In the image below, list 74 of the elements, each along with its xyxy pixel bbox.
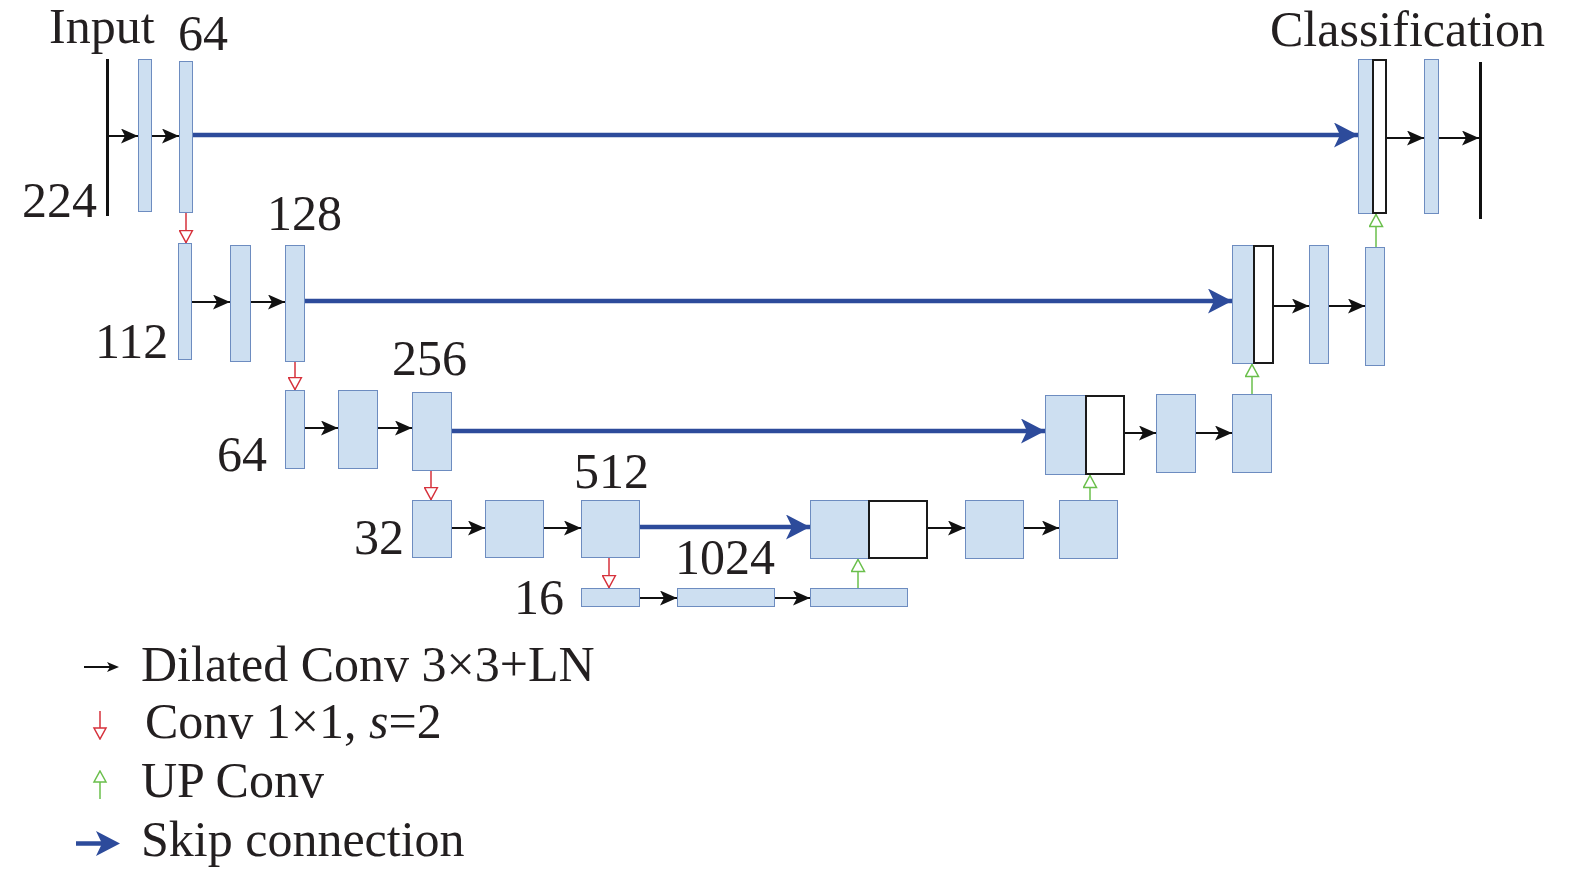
arrow (601, 557, 617, 589)
arrow (1328, 298, 1366, 314)
feature-map-block (810, 500, 869, 559)
legend-label: UP Conv (141, 755, 324, 805)
size-label: 64 (178, 8, 228, 58)
output-line (1479, 62, 1482, 219)
arrow (850, 558, 866, 589)
arrow (639, 590, 678, 606)
size-label: 32 (354, 512, 404, 562)
arrow (305, 288, 1232, 314)
size-label: 128 (267, 188, 342, 238)
arrow (451, 520, 486, 536)
size-label: 16 (514, 572, 564, 622)
feature-map-block (230, 245, 251, 362)
arrow (1082, 474, 1098, 501)
concat-block (868, 500, 928, 559)
arrow (1368, 213, 1384, 248)
concat-block (1372, 59, 1387, 214)
feature-map-block (178, 243, 192, 360)
arrow (1023, 520, 1060, 536)
arrow (1438, 130, 1480, 146)
arrow (423, 470, 439, 501)
size-label: 64 (217, 429, 267, 479)
feature-map-block (677, 588, 775, 607)
size-label: 256 (392, 333, 467, 383)
feature-map-block (581, 500, 640, 558)
arrow (108, 128, 139, 144)
feature-map-block (179, 61, 193, 213)
arrow (774, 590, 811, 606)
arrow (178, 212, 194, 244)
size-label: 224 (22, 175, 97, 225)
concat-block (1253, 245, 1274, 364)
arrow (1195, 425, 1233, 441)
size-label: 112 (95, 316, 169, 366)
arrow (927, 520, 966, 536)
feature-map-block (1156, 394, 1196, 473)
feature-map-block (1045, 395, 1086, 475)
feature-map-block (810, 588, 908, 607)
feature-map-block (1232, 245, 1254, 364)
arrow (287, 361, 303, 391)
feature-map-block (1232, 394, 1272, 473)
arrow (1124, 425, 1157, 441)
arrow (640, 514, 810, 540)
feature-map-block (285, 245, 305, 362)
feature-map-block (1424, 59, 1439, 214)
feature-map-block (965, 500, 1024, 559)
arrow (250, 294, 286, 310)
arrow (193, 122, 1358, 148)
feature-map-block (338, 390, 378, 469)
arrow (543, 520, 582, 536)
feature-map-block (412, 392, 452, 471)
arrow (1386, 130, 1425, 146)
feature-map-block (412, 500, 452, 558)
legend-label: Dilated Conv 3×3+LN (141, 639, 595, 689)
feature-map-block (1309, 245, 1329, 364)
input-line (106, 59, 109, 216)
output-label: Classification (1270, 4, 1545, 54)
concat-block (1085, 395, 1125, 475)
arrow (1244, 363, 1260, 395)
legend-label: Conv 1×1, s=2 (145, 696, 442, 746)
feature-map-block (1059, 500, 1118, 559)
feature-map-block (1365, 247, 1385, 366)
arrow (304, 420, 339, 436)
arrow (151, 128, 180, 144)
arrow (452, 418, 1045, 444)
arrow (1273, 298, 1310, 314)
size-label: 512 (574, 446, 649, 496)
feature-map-block (581, 588, 640, 607)
feature-map-block (485, 500, 544, 558)
feature-map-block (138, 59, 152, 212)
size-label: 1024 (675, 532, 775, 582)
arrow (191, 294, 231, 310)
feature-map-block (285, 390, 305, 469)
arrow (377, 420, 413, 436)
